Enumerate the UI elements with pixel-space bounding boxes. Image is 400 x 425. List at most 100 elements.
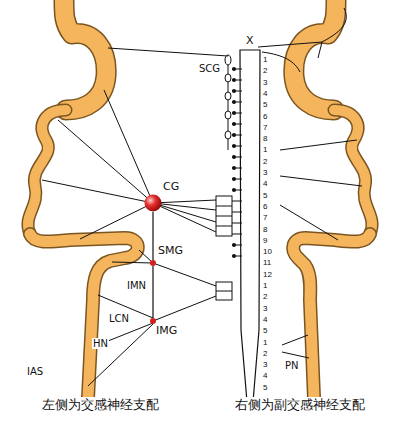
nerve-label: X [245,34,255,47]
segment-number-box: 5 [262,326,268,335]
vagus-line [322,8,346,42]
segment-number-box: 3 [262,168,268,177]
spinal-box [216,282,232,300]
root-dot [232,89,236,93]
segment-number: 1 [262,145,268,154]
segment-number-box: 1 [262,55,268,64]
nerve-label-box: LCN [108,313,130,325]
root-dot [232,166,236,170]
segment-number-box: 1 [262,145,268,154]
segment-number-box: 5 [262,383,268,392]
segment-number: 7 [262,123,268,132]
segment-number: 3 [262,168,268,177]
ganglion-dot [150,260,156,266]
segment-number: 8 [262,225,268,234]
segment-number: 1 [262,338,268,347]
segment-number-box: 1 [262,281,268,290]
nerve-label-box: PN [284,360,300,372]
ganglion-node: IMG [150,318,156,324]
segment-number: 8 [262,134,268,143]
segment-number: 5 [262,326,268,335]
root-dot [232,67,236,71]
spinal-box-divisions [216,291,232,292]
muscle-label-box: IAS [26,366,44,378]
caption-text-box: 左侧为交感神经支配 [0,398,200,412]
stomach-outline [64,0,106,110]
nerve-line [42,90,153,239]
root-dot [232,111,236,115]
intestine [334,110,372,234]
nerve-label: IMN [126,280,147,291]
segment-number: 2 [262,349,268,358]
chain-ganglion [225,74,231,82]
segment-number-box: 2 [262,66,268,75]
nerve-label-box: X [245,35,255,48]
ganglion-dot [150,318,156,324]
segment-number: 4 [262,315,268,324]
stomach [294,0,336,110]
segment-number: 2 [262,157,268,166]
nerve-label: PN [284,360,300,371]
segment-number: 10 [262,247,273,256]
nerve-line [153,263,216,321]
caption-text: 右侧为副交感神经支配 [234,397,366,412]
segment-number-box: 12 [262,270,273,279]
ganglion-shape [150,260,156,266]
sympathetic-nerves [42,48,228,386]
ganglion-label: CG [162,181,180,194]
chain-ganglion [225,55,231,65]
segment-number: 11 [262,258,272,267]
gut-left [28,0,138,398]
segment-number-box: 2 [262,349,268,358]
segment-number-box: 8 [262,134,268,143]
caption-text: 左侧为交感神经支配 [41,397,160,412]
spinal-box-divisions [216,206,232,226]
segment-number: 3 [262,304,268,313]
parasympathetic-nerves [258,8,362,358]
segment-number-box: 4 [262,371,268,380]
root-dot [232,155,236,159]
gut-right [293,0,372,398]
ganglion-node: SMG [150,260,156,266]
root-dot [232,177,236,181]
root-dot [232,78,236,82]
segment-number-box: 6 [262,112,268,121]
segment-number-box: 5 [262,100,268,109]
root-dot [232,100,236,104]
stomach [64,0,106,110]
nerve-label-box: HN [92,338,109,350]
nerve-line [108,48,228,56]
segment-number: 4 [262,179,268,188]
segment-number: 5 [262,100,268,109]
segment-number-box: 9 [262,236,268,245]
root-dots [232,67,236,258]
segment-number: 6 [262,202,268,211]
ganglion-label: SCG [198,63,221,74]
segment-number: 4 [262,371,268,380]
segment-number-box: 8 [262,225,268,234]
ganglion-node: CG [144,194,162,212]
colon [293,234,370,398]
chain-ganglion [225,131,231,139]
root-rungs [232,69,242,256]
edge-label-box: IMN [126,280,147,292]
stomach-outline [294,0,336,110]
nerve-connector [152,266,153,318]
segment-number: 2 [262,292,268,301]
root-dot [232,133,236,137]
segment-number-box: 4 [262,315,268,324]
segment-number-box: 2 [262,292,268,301]
root-dot [232,254,236,258]
cord-outline [240,50,260,402]
segment-number: 9 [262,236,268,245]
chain-ganglion [225,92,231,100]
ganglion-shape [144,194,162,212]
caption-text-box: 右侧为副交感神经支配 [200,398,400,412]
segment-number-box: 5 [262,191,268,200]
segment-number: 5 [262,191,268,200]
segment-number: 3 [262,360,268,369]
segment-number: 2 [262,66,268,75]
nerve-label: HN [92,338,109,349]
nerve-connector [152,212,153,260]
